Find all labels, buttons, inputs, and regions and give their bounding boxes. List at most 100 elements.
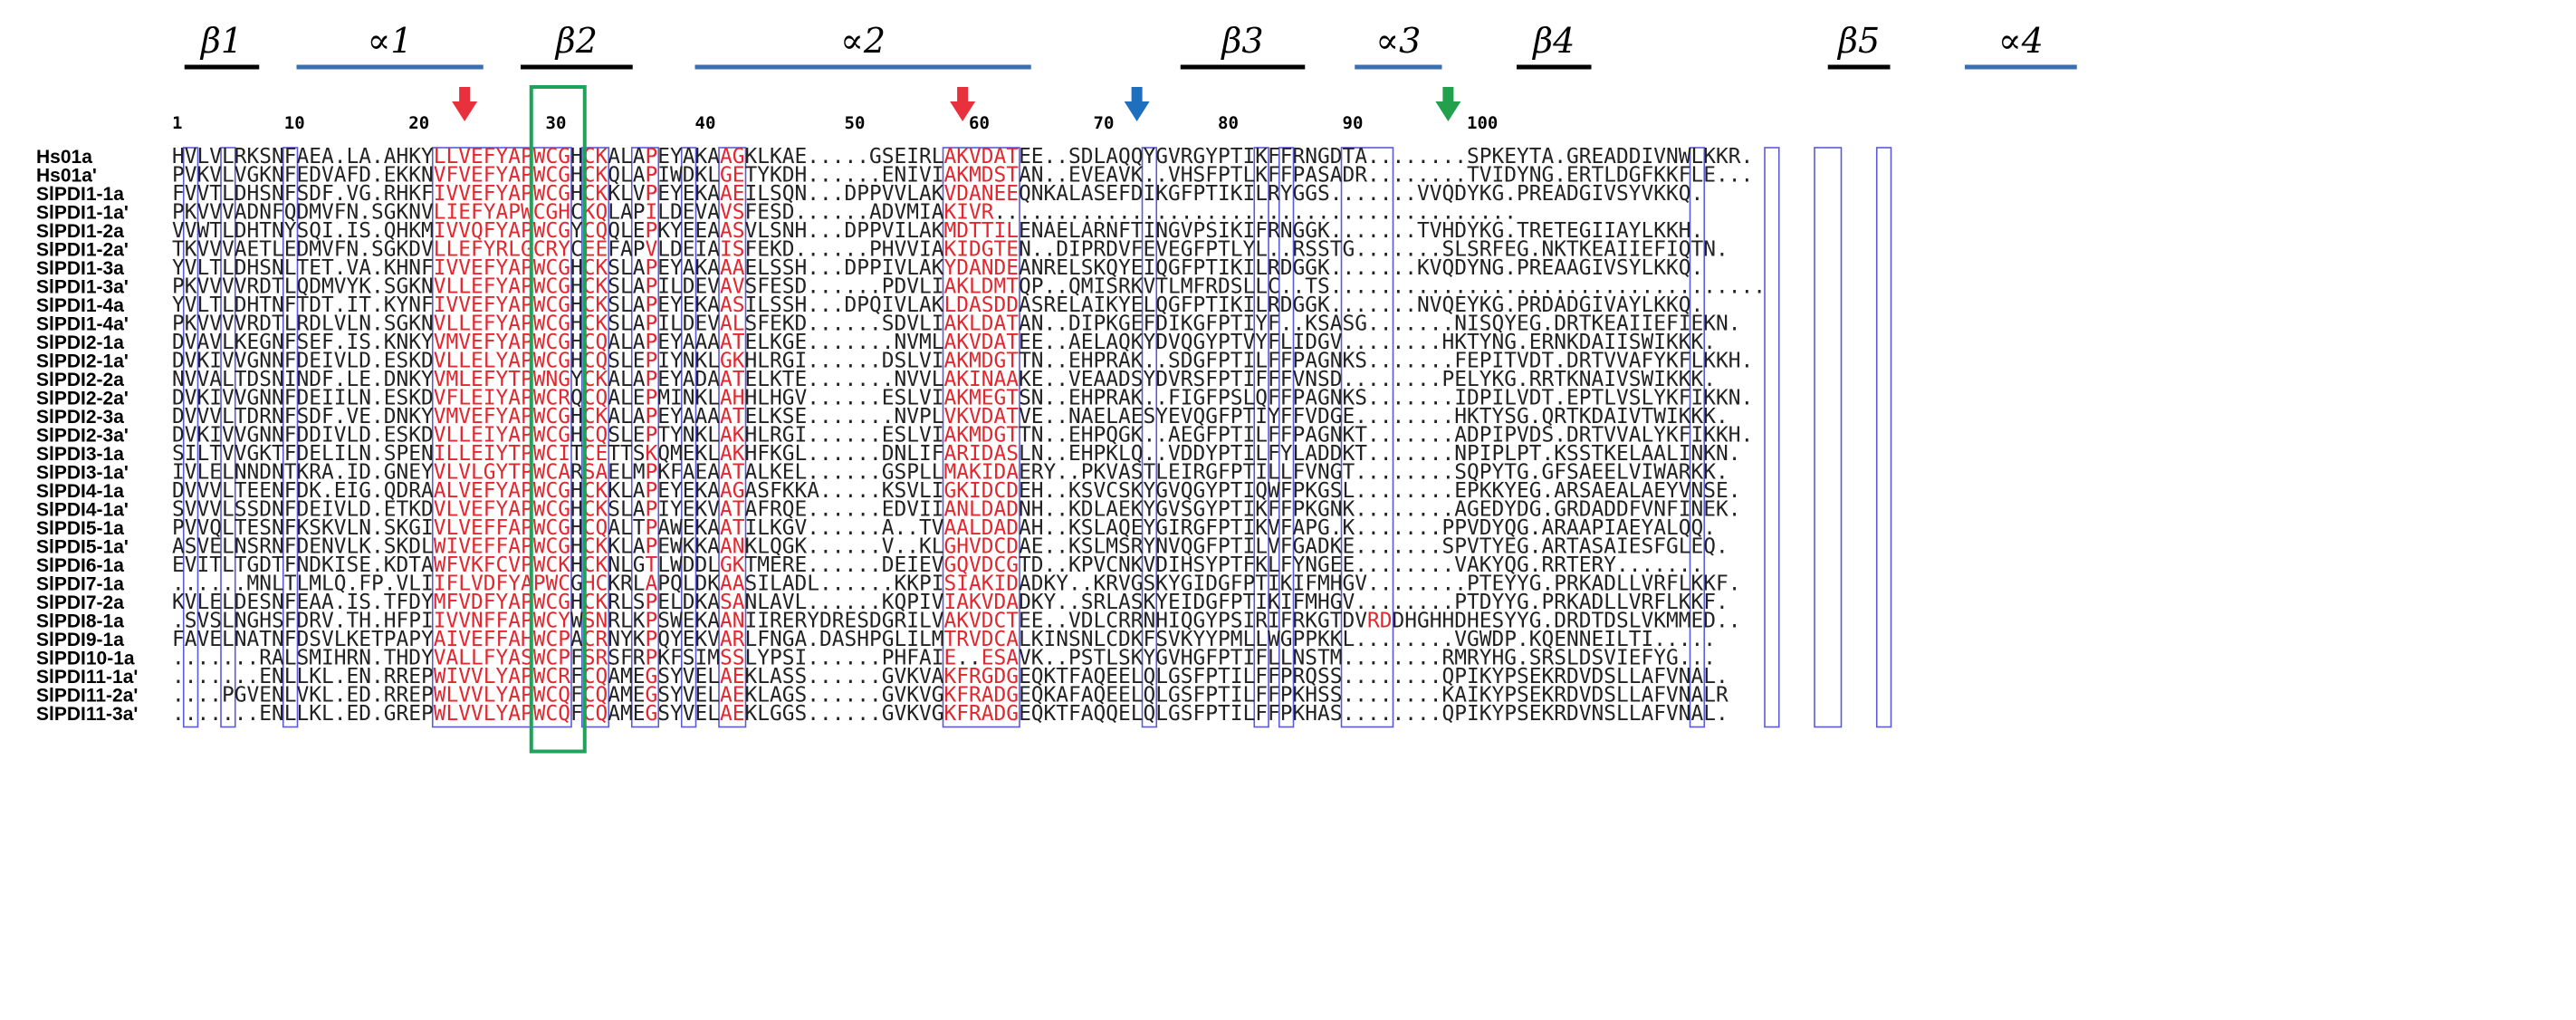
conserved-block-8 bbox=[942, 147, 1020, 728]
sequence-row: VVWTLDHTNYSQI.IS.QHKMIVVQFYAPWCGYCQQLEPK… bbox=[172, 219, 1703, 243]
sequence-name: SlPDI7-2a bbox=[36, 592, 124, 613]
marker-arrows bbox=[452, 87, 1461, 121]
ruler-tick-2: 20 bbox=[408, 113, 429, 133]
structure-label-1: ∝1 bbox=[368, 21, 413, 61]
marker-arrow-3 bbox=[1435, 87, 1461, 121]
sequence-row: PKVVVADNFQDMVFN.SGKNVLIEFYAPWCGHCKQLAPIL… bbox=[172, 201, 1517, 225]
sequence-row: PKVVVVRDTLRDLVLN.SGKNVLLEFYAPWCGHCKSLAPI… bbox=[172, 313, 1741, 336]
sequence-row: HVLVLRKSNFAEA.LA.AHKYLLVEFYAPWCGHCKALAPE… bbox=[172, 145, 1753, 168]
conserved-block-6 bbox=[680, 147, 697, 728]
marker-arrow-2 bbox=[1124, 87, 1150, 121]
sequence-name: SlPDI11-2a' bbox=[36, 686, 138, 707]
conserved-block-0 bbox=[182, 147, 199, 728]
sequence-name: SlPDI5-1a bbox=[36, 518, 124, 539]
sequence-row: .......RALSMIHRN.THDYVALLFYASWCPFSRSFRPK… bbox=[172, 647, 1716, 670]
sequence-name: SlPDI6-1a bbox=[36, 555, 124, 576]
conserved-block-16 bbox=[1875, 147, 1892, 728]
sequence-row: SILTVVGKTFDELILN.SPENILLEIYTPWCITCETTSKQ… bbox=[172, 442, 1741, 466]
sequence-row: YVLTLDHTNFTDT.IT.KYNFIVVEFYAPWCGHCKSLAPE… bbox=[172, 293, 1703, 317]
sequence-row: SVVVLSSDNFDEIVLD.ETKDVLVEFYAPWCGHCKSLAPI… bbox=[172, 498, 1741, 522]
ruler-tick-4: 40 bbox=[695, 113, 716, 133]
sequence-name: SlPDI9-1a bbox=[36, 630, 124, 650]
conserved-block-9 bbox=[1141, 147, 1158, 728]
conserved-block-11 bbox=[1278, 147, 1295, 728]
structure-label-5: ∝3 bbox=[1375, 21, 1421, 61]
sequence-name: SlPDI3-1a bbox=[36, 444, 124, 465]
sequence-name: SlPDI4-1a' bbox=[36, 500, 129, 521]
conserved-block-3 bbox=[431, 147, 572, 728]
sequence-name: SlPDI2-3a bbox=[36, 407, 124, 428]
sequence-name: SlPDI1-1a' bbox=[36, 203, 129, 224]
ruler-tick-3: 30 bbox=[546, 113, 567, 133]
sequence-row: EVITLTGDTFNDKISE.KDTAWFVKFCVPWCKHCKNLGTL… bbox=[172, 553, 1703, 577]
sequence-row: TKVVVAETLEDMVFN.SGKDVLLEFYRLGCRYCEEFAPVL… bbox=[172, 238, 1729, 262]
sequence-name: SlPDI1-4a bbox=[36, 295, 124, 316]
ruler-tick-6: 60 bbox=[969, 113, 990, 133]
sequence-row: NVVALTDSNINDF.LE.DNKYVMLEFYTPWNGYCKALAPE… bbox=[172, 368, 1716, 391]
sequence-name: SlPDI2-2a' bbox=[36, 389, 129, 409]
ruler-tick-0: 1 bbox=[172, 113, 182, 133]
sequence-name: SlPDI1-1a bbox=[36, 184, 124, 205]
sequence-name: SlPDI1-4a' bbox=[36, 314, 129, 335]
sequence-name: SlPDI1-3a bbox=[36, 258, 124, 279]
conserved-block-15 bbox=[1814, 147, 1843, 728]
sequence-row: DVVVLTEENFDK.EIG.QDRAALVEFYAPWCGHCKKLAPE… bbox=[172, 479, 1741, 503]
sequence-name: SlPDI2-3a' bbox=[36, 426, 129, 447]
sequence-name: Hs01a bbox=[36, 147, 92, 168]
sequence-name: SlPDI2-1a bbox=[36, 332, 124, 353]
sequence-names: Hs01aHs01a'SlPDI1-1aSlPDI1-1a'SlPDI1-2aS… bbox=[36, 147, 138, 725]
ruler-tick-5: 50 bbox=[845, 113, 866, 133]
sequence-name: SlPDI1-3a' bbox=[36, 277, 129, 298]
sequence-name: SlPDI11-1a' bbox=[36, 667, 138, 688]
sequence-row: ......MNLTLMLQ.FP.VLIIFLVDFYAPWCGHCKRLAP… bbox=[172, 573, 1741, 596]
conserved-block-1 bbox=[220, 147, 236, 728]
structure-label-2: β2 bbox=[554, 21, 598, 61]
ruler-tick-10: 100 bbox=[1467, 113, 1498, 133]
sequence-row: PVVQLTESNFKSKVLN.SKGIVLVEFFAPWCGHCQALTPA… bbox=[172, 516, 1716, 540]
conserved-block-5 bbox=[630, 147, 660, 728]
sequence-name: SlPDI1-2a' bbox=[36, 240, 129, 261]
ruler-tick-9: 90 bbox=[1343, 113, 1364, 133]
sequence-name: SlPDI1-2a bbox=[36, 221, 124, 242]
sequence-row: DVKIVVGNNFDDIVLD.ESKDVLLEIYAPWCGHCQSLEPT… bbox=[172, 424, 1753, 447]
conserved-block-4 bbox=[580, 147, 610, 728]
sequence-row: ASVELNSRNFDENVLK.SKDLWIVEFFAPWCGHCKKLAPE… bbox=[172, 535, 1729, 559]
sequence-row: IVLELNNDNTKRA.ID.GNEYVLVLGYTPWCARSAELMPK… bbox=[172, 461, 1729, 485]
ruler-tick-8: 80 bbox=[1218, 113, 1239, 133]
sequence-row: PVKVLVGKNFEDVAFD.EKKNVFVEFYAPWCGHCKQLAPI… bbox=[172, 164, 1753, 188]
conserved-block-7 bbox=[718, 147, 747, 728]
sequence-row: ....PGVENLVKL.ED.RREPWLVVLYAPWCQFCQAMEGS… bbox=[172, 684, 1729, 707]
sequence-row: YVLTLDHSNLTET.VA.KHNFIVVEFYAPWCGHCKSLAPE… bbox=[172, 256, 1703, 280]
sequence-rows: HVLVLRKSNFAEA.LA.AHKYLLVEFYAPWCGHCKALAPE… bbox=[172, 145, 1766, 726]
sequence-name: Hs01a' bbox=[36, 166, 97, 187]
sequence-row: KVLELDESNFEAA.IS.TFDYMFVDFYAPWCGHCKRLSPE… bbox=[172, 591, 1729, 614]
structure-label-3: ∝2 bbox=[840, 21, 886, 61]
structure-label-4: β3 bbox=[1220, 21, 1263, 61]
conserved-block-10 bbox=[1253, 147, 1269, 728]
ruler-tick-1: 10 bbox=[284, 113, 305, 133]
structure-label-7: β5 bbox=[1836, 21, 1880, 61]
sequence-row: DVKIVVGNNFDEIVLD.ESKDVLLELYAPWCGHCQSLEPI… bbox=[172, 350, 1753, 373]
structure-label-8: ∝4 bbox=[1998, 21, 2044, 61]
sequence-name: SlPDI10-1a bbox=[36, 649, 135, 669]
sequence-row: DVVVLTDRNFSDF.VE.DNKYVMVEFYAPWCGHCKALAPE… bbox=[172, 405, 1729, 428]
cysteine-motif-highlight-box bbox=[529, 85, 587, 754]
sequence-row: .SVSLNGHSFDRV.TH.HFPIIVVNFFAPWCYWSNRLKPS… bbox=[172, 610, 1741, 633]
sequence-row: PKVVVVRDTLQDMVYK.SGKNVLLEFYAPWCGHCKSLAPI… bbox=[172, 275, 1766, 299]
sequence-name: SlPDI2-2a bbox=[36, 370, 124, 390]
conserved-block-2 bbox=[282, 147, 299, 728]
sequence-name: SlPDI4-1a bbox=[36, 481, 124, 502]
sequence-row: DVKIVVGNNFDEIILN.ESKDVFLEIYAPWCRQCQALEPM… bbox=[172, 387, 1753, 410]
sequence-name: SlPDI5-1a' bbox=[36, 537, 129, 558]
conservation-blocks bbox=[182, 147, 1892, 728]
sequence-name: SlPDI11-3a' bbox=[36, 704, 138, 725]
sequence-row: FAVELNATNFDSVLKETPAPYAIVEFFAHWCPACRNYKPQ… bbox=[172, 628, 1716, 651]
sequence-name: SlPDI8-1a bbox=[36, 611, 124, 632]
conserved-block-12 bbox=[1340, 147, 1394, 728]
marker-arrow-0 bbox=[452, 87, 478, 121]
structure-label-0: β1 bbox=[199, 21, 243, 61]
conserved-block-13 bbox=[1689, 147, 1706, 728]
